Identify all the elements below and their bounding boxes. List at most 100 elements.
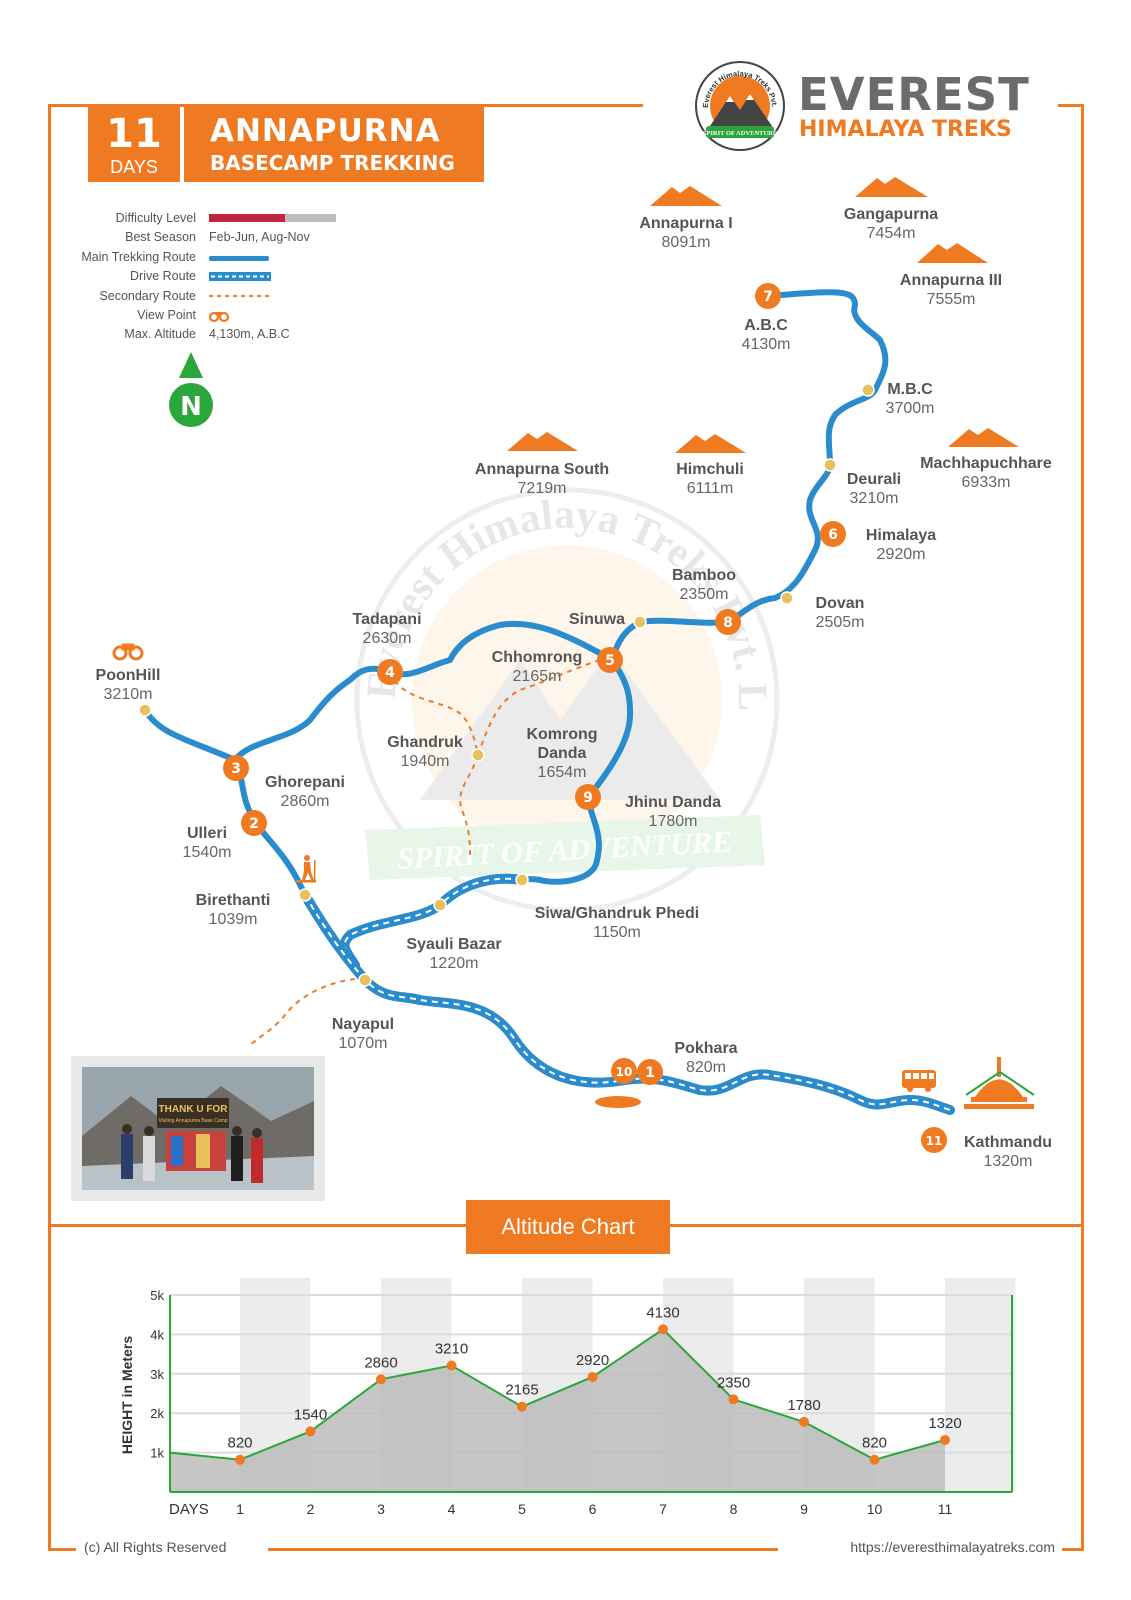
footer-url[interactable]: https://everesthimalayatreks.com	[850, 1539, 1055, 1555]
peak-machhapuchhare: Machhapuchhare 6933m	[920, 455, 1052, 491]
legend-max-altitude-label: Max. Altitude	[124, 327, 196, 341]
chart-xtick-label: 11	[938, 1501, 953, 1517]
day-marker-5: 5	[597, 647, 623, 673]
chart-point	[799, 1416, 809, 1427]
trek-photo: THANK U FOR Visiting Annapurna Base Camp	[71, 1056, 325, 1201]
mountain-icon-himchuli	[675, 434, 746, 453]
waypoint-ghandruk	[471, 748, 485, 762]
chart-point	[658, 1324, 668, 1335]
chart-ytick-label: 1k	[150, 1446, 164, 1461]
waypoint-nayapul	[358, 973, 372, 987]
days-number: 11	[106, 111, 162, 157]
chart-point	[587, 1371, 598, 1382]
chart-point-label: 820	[862, 1435, 887, 1452]
route-map: Everest Himalaya Treks Pvt. Ltd. SPIRIT …	[0, 0, 1035, 1153]
days-badge: 11 DAYS	[88, 107, 180, 182]
chart-xtick-label: 10	[867, 1501, 883, 1517]
frame-divider-left	[48, 1224, 468, 1227]
chart-point-label: 2165	[505, 1382, 538, 1399]
chart-xtick-label: 6	[589, 1501, 597, 1517]
legend-main-route-swatch	[209, 256, 269, 261]
chart-xtick-label: 4	[448, 1501, 456, 1517]
hiker-icon	[296, 855, 316, 883]
compass-letter: N	[180, 392, 202, 422]
place-poonhill: PoonHill 3210m	[95, 667, 161, 703]
waypoints	[138, 383, 875, 987]
chart-ytick-label: 3k	[150, 1367, 164, 1382]
place-siwa: Siwa/Ghandruk Phedi 1150m	[534, 905, 700, 941]
peak-annapurna1: Annapurna I 8091m	[639, 215, 733, 251]
legend-season-label: Best Season	[125, 230, 196, 244]
place-ulleri: Ulleri 1540m	[182, 825, 232, 861]
chart-point-label: 1780	[787, 1397, 820, 1414]
brand-logo-icon: Everest Himalaya Treks Pvt. Ltd. SPIRIT …	[694, 60, 785, 151]
legend-main-route-label: Main Trekking Route	[81, 250, 196, 264]
place-birethanti: Birethanti 1039m	[195, 892, 271, 928]
svg-text:7: 7	[763, 289, 773, 305]
chart-ylabel: HEIGHT in Meters	[119, 1336, 135, 1454]
chart-xtick-label: 9	[800, 1501, 808, 1517]
svg-text:5: 5	[605, 653, 615, 669]
place-syauli-bazar: Syauli Bazar 1220m	[406, 936, 502, 972]
day-marker-10: 10	[611, 1058, 637, 1084]
photo-sign-line1: THANK U FOR	[159, 1104, 229, 1115]
waypoint-siwa	[515, 873, 529, 887]
chart-band	[945, 1278, 1016, 1492]
day-marker-2: 2	[241, 810, 267, 836]
chart-ytick-label: 4k	[150, 1327, 164, 1342]
waypoint-deurali	[823, 458, 837, 472]
peak-gangapurna: Gangapurna 7454m	[843, 206, 939, 242]
chart-xtick-label: 5	[518, 1501, 526, 1517]
chart-point	[940, 1434, 950, 1445]
chart-point	[517, 1401, 527, 1412]
frame-bottom-left	[48, 1548, 76, 1551]
day-marker-3: 3	[223, 755, 249, 781]
waypoint-poonhill	[138, 703, 152, 717]
chart-point-label: 2350	[717, 1374, 750, 1391]
poonhill-binoculars-icon	[112, 643, 144, 661]
legend-season-value: Feb-Jun, Aug-Nov	[209, 230, 310, 244]
mountain-icon-annapurna-south	[507, 432, 578, 451]
day-marker-9: 9	[575, 784, 601, 810]
chart-point-label: 820	[227, 1435, 252, 1452]
frame-left	[48, 104, 51, 1549]
trek-title-line1: ANNAPURNA	[210, 113, 441, 149]
place-tadapani: Tadapani 2630m	[352, 611, 422, 647]
svg-text:9: 9	[583, 790, 593, 806]
waypoint-dovan	[780, 591, 794, 605]
place-ghandruk: Ghandruk 1940m	[387, 734, 463, 770]
mountain-icon-gangapurna	[855, 177, 928, 197]
chart-point	[446, 1360, 457, 1371]
chart-xtick-label: 8	[730, 1501, 738, 1517]
place-chhomrong: Chhomrong 2165m	[491, 649, 583, 685]
bus-icon	[902, 1070, 936, 1092]
day-marker-7: 7	[755, 283, 781, 309]
altitude-area	[170, 1329, 945, 1492]
place-himalaya: Himalaya 2920m	[865, 527, 937, 563]
trek-title-line2: BASECAMP TREKKING	[210, 151, 455, 175]
frame-top-right	[1058, 104, 1084, 107]
secondary-routes	[249, 659, 601, 1046]
waypoint-birethanti	[298, 888, 312, 902]
place-sinuwa: Sinuwa	[568, 611, 626, 628]
peaks	[507, 177, 1019, 453]
svg-text:6: 6	[828, 527, 838, 543]
place-bamboo: Bamboo 2350m	[672, 567, 736, 603]
phewa-lake	[595, 1096, 641, 1108]
chart-point	[305, 1426, 316, 1437]
chart-point	[869, 1454, 880, 1465]
footer-copyright: (c) All Rights Reserved	[84, 1539, 227, 1555]
brand-name-line1: EVEREST	[798, 68, 1030, 121]
chart-point-label: 1540	[294, 1406, 327, 1423]
trek-title: ANNAPURNA BASECAMP TREKKING	[184, 107, 484, 182]
place-mbc: M.B.C 3700m	[885, 381, 935, 417]
place-abc: A.B.C 4130m	[741, 317, 791, 353]
chart-xtick-label: 1	[236, 1501, 244, 1517]
chart-xtick-label: 7	[659, 1501, 667, 1517]
legend-drive-route-label: Drive Route	[130, 269, 196, 283]
day-marker-8: 8	[715, 609, 741, 635]
frame-bottom-right	[1062, 1548, 1084, 1551]
legend-difficulty-label: Difficulty Level	[115, 211, 196, 225]
legend-secondary-route-label: Secondary Route	[99, 289, 196, 303]
stupa-icon	[964, 1057, 1035, 1109]
